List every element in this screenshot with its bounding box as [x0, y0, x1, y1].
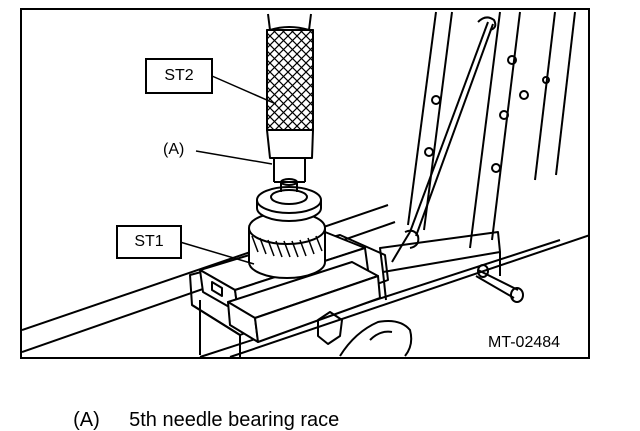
part-a-label: (A) — [163, 141, 185, 158]
press-frame — [407, 11, 576, 249]
st1-blocks — [199, 231, 381, 343]
st2-label: ST2 — [145, 58, 213, 94]
lower-mechanism — [317, 311, 413, 357]
base-block — [189, 234, 389, 357]
pin — [475, 264, 524, 303]
lever-rod — [391, 16, 497, 263]
caption: (A) 5th needle bearing race — [62, 390, 339, 430]
st1-label: ST1 — [116, 225, 182, 259]
st2-driver — [266, 13, 314, 183]
caption-text: 5th needle bearing race — [129, 409, 340, 431]
leader-lines — [179, 75, 277, 265]
gear-assembly — [248, 178, 326, 279]
figure-frame — [20, 8, 590, 359]
figure-code: MT-02484 — [488, 334, 561, 351]
caption-key: (A) — [73, 409, 100, 431]
cross-beam — [379, 229, 501, 301]
